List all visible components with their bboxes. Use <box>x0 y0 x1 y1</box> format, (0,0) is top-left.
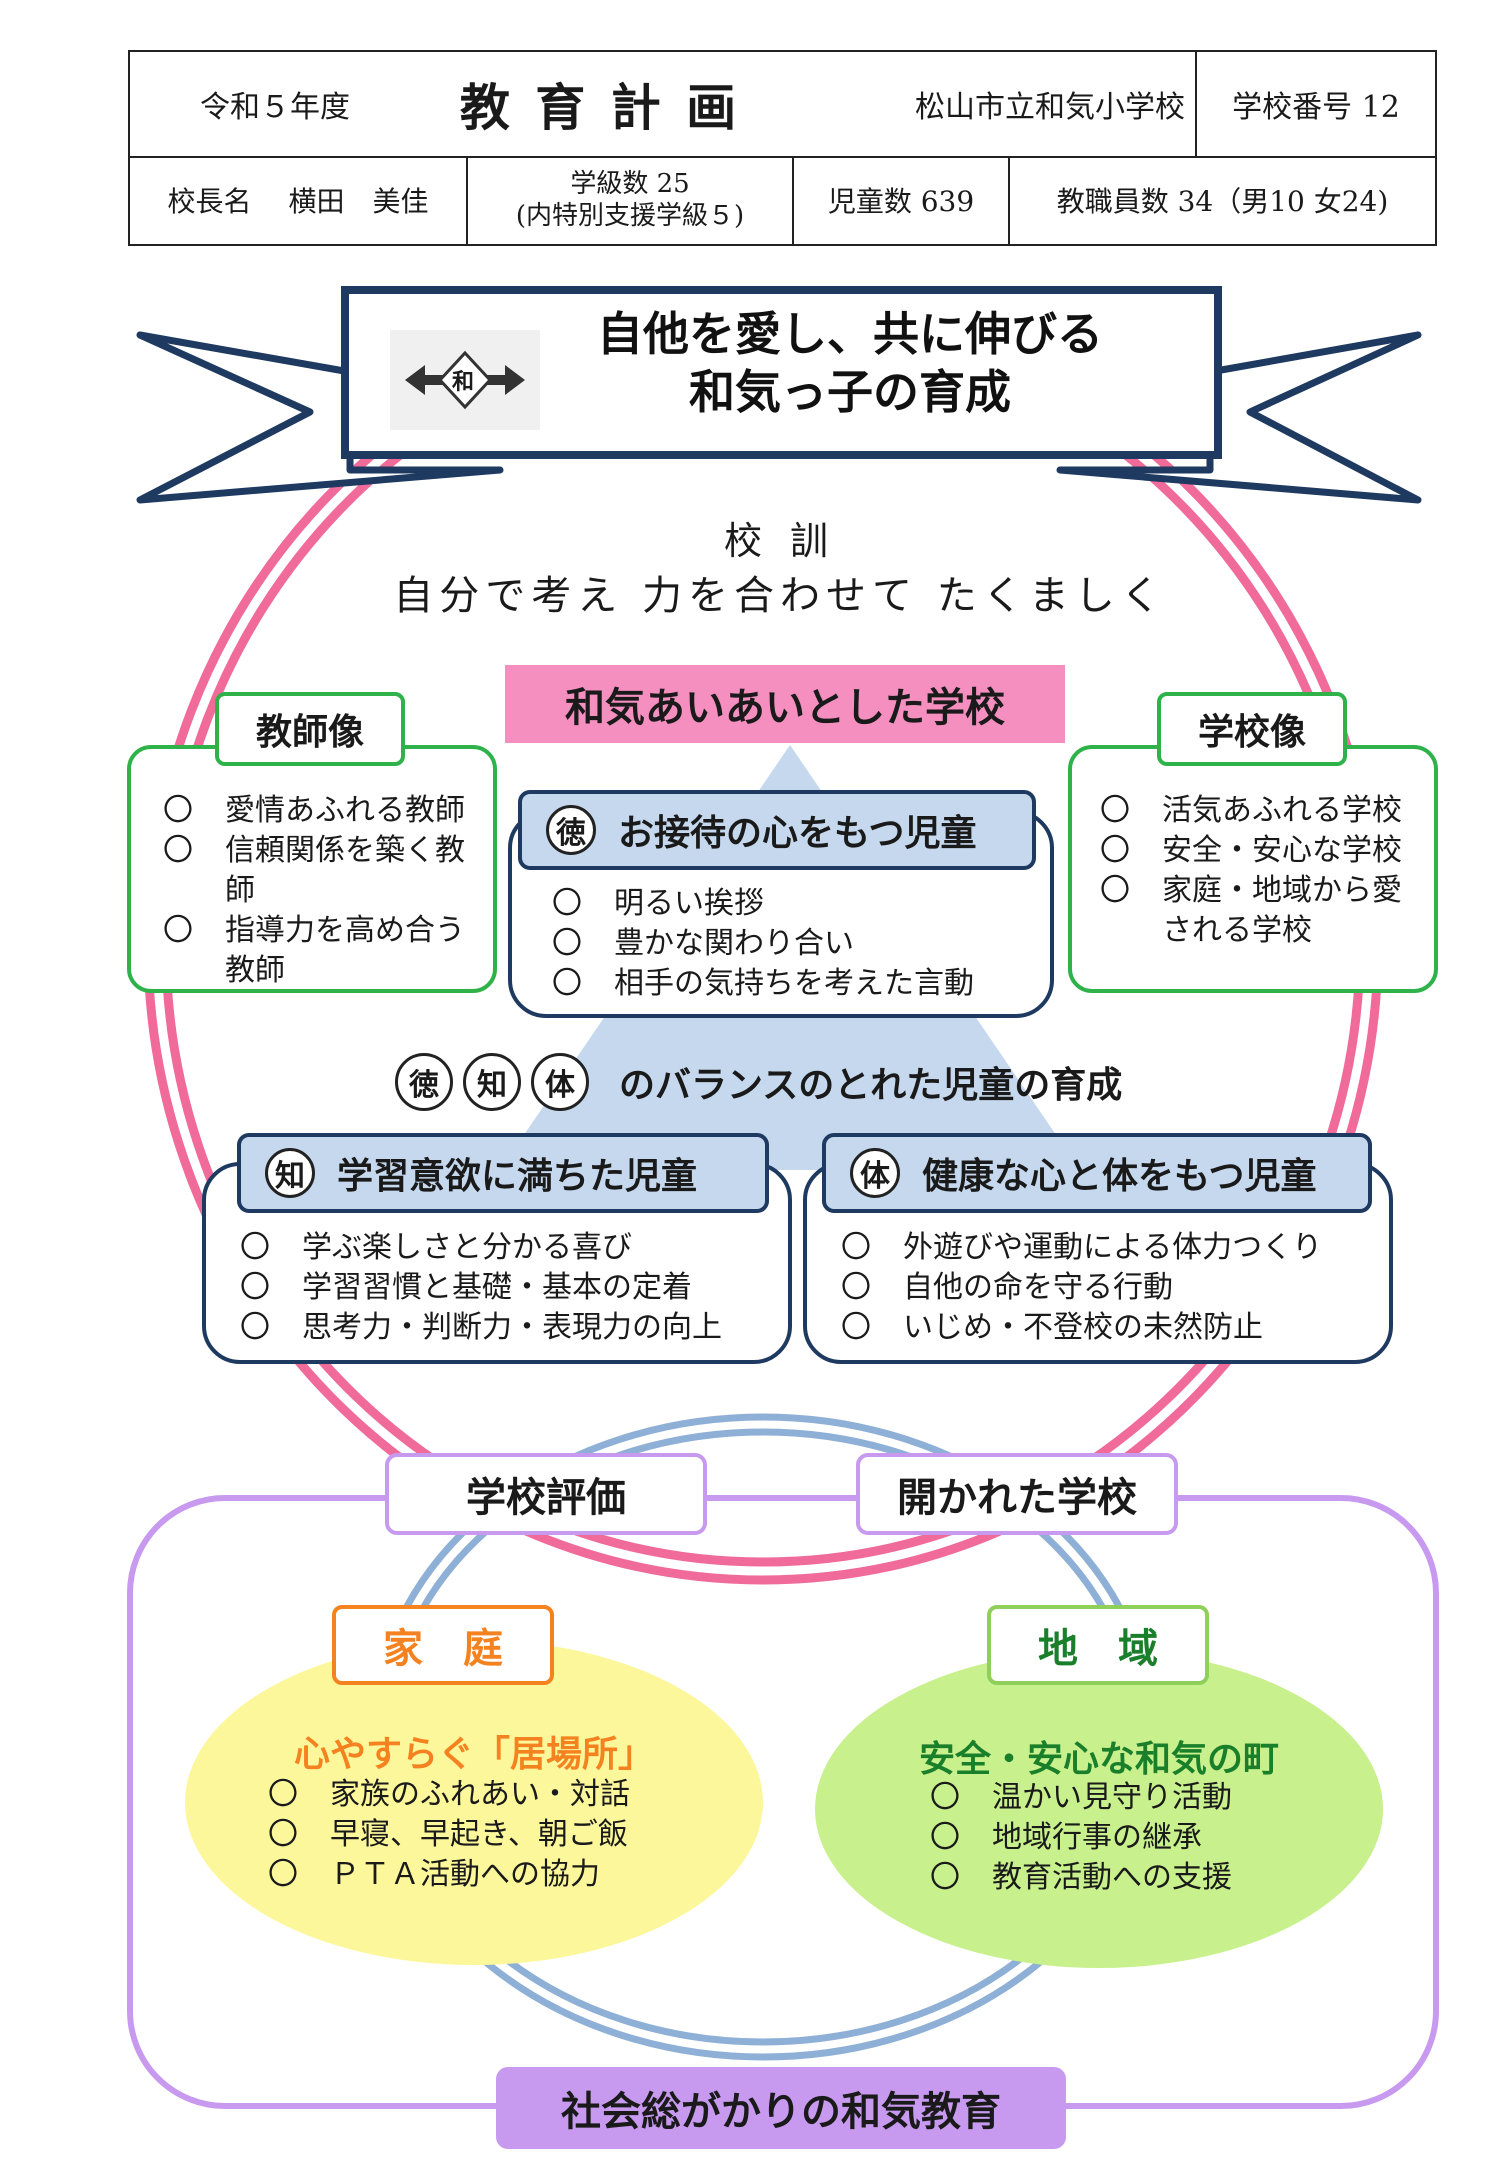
balance-line: 徳 知 体 のバランスのとれた児童の育成 <box>395 1052 1122 1112</box>
teacher-image-item: 指導力を高め合う教師 <box>163 911 477 991</box>
school-image-list: 活気あふれる学校 安全・安心な学校 家庭・地域から愛される学校 <box>1100 791 1418 951</box>
staff-count: 教職員数 34（男10 女24) <box>1008 156 1435 244</box>
community-item: 地域行事の継承 <box>930 1818 1232 1858</box>
class-count: 学級数 25 (内特別支援学級５) <box>466 156 792 244</box>
header-table: 令和５年度 教 育 計 画 松山市立和気小学校 学校番号 12 校長名 横田 美… <box>128 50 1437 246</box>
teacher-image-item: 愛情あふれる教師 <box>163 791 477 831</box>
school-goal: 和気あいあいとした学校 <box>505 665 1065 743</box>
home-list: 家族のふれあい・対話 早寝、早起き、朝ご飯 ＰＴＡ活動への協力 <box>268 1775 630 1895</box>
community-headline: 安全・安心な和気の町 <box>918 1739 1279 1780</box>
school-image-item: 家庭・地域から愛される学校 <box>1100 871 1418 951</box>
chi-item: 思考力・判断力・表現力の向上 <box>240 1308 768 1348</box>
balance-text: のバランスのとれた児童の育成 <box>619 1065 1123 1106</box>
banner-plate <box>341 286 1222 459</box>
document-title: 教 育 計 画 <box>459 78 741 137</box>
motto-label: 校 訓 <box>723 519 837 563</box>
school-image-item: 安全・安心な学校 <box>1100 831 1418 871</box>
chi-header: 知 学習意欲に満ちた児童 <box>237 1133 769 1213</box>
school-emblem: 和 <box>390 330 540 430</box>
tai-mark: 体 <box>850 1148 900 1198</box>
banner-slogan: 自他を愛し、共に伸びる 和気っ子の育成 <box>540 305 1160 421</box>
header-row-1: 令和５年度 教 育 計 画 松山市立和気小学校 学校番号 12 <box>130 52 1435 158</box>
chi-item: 学ぶ楽しさと分かる喜び <box>240 1228 768 1268</box>
community-label: 地 域 <box>987 1605 1209 1685</box>
emblem-text: 和 <box>452 370 475 395</box>
banner-line-2: 和気っ子の育成 <box>689 365 1011 419</box>
home-item: 家族のふれあい・対話 <box>268 1775 630 1815</box>
tai-item: 外遊びや運動による体力つくり <box>841 1228 1369 1268</box>
teacher-image-title: 教師像 <box>215 692 405 766</box>
school-image-box: 活気あふれる学校 安全・安心な学校 家庭・地域から愛される学校 <box>1068 745 1438 993</box>
tai-header: 体 健康な心と体をもつ児童 <box>822 1133 1372 1213</box>
emblem-icon <box>405 350 525 410</box>
balance-mark-chi: 知 <box>463 1053 521 1111</box>
home-item: 早寝、早起き、朝ご飯 <box>268 1815 630 1855</box>
balance-mark-tai: 体 <box>531 1053 589 1111</box>
teacher-image-list: 愛情あふれる教師 信頼関係を築く教師 指導力を高め合う教師 <box>163 791 477 991</box>
society-education: 社会総がかりの和気教育 <box>496 2067 1066 2149</box>
chi-title: 学習意欲に満ちた児童 <box>337 1156 698 1197</box>
toku-list: 明るい挨拶 豊かな関わり合い 相手の気持ちを考えた言動 <box>552 884 1030 1004</box>
school-evaluation: 学校評価 <box>385 1453 707 1535</box>
community-item: 温かい見守り活動 <box>930 1778 1232 1818</box>
chi-item: 学習習慣と基礎・基本の定着 <box>240 1268 768 1308</box>
home-headline: 心やすらぐ「居場所」 <box>293 1734 654 1775</box>
teacher-image-item: 信頼関係を築く教師 <box>163 831 477 911</box>
toku-item: 明るい挨拶 <box>552 884 1030 924</box>
school-name: 松山市立和気小学校 <box>915 90 1185 125</box>
banner-line-1: 自他を愛し、共に伸びる <box>597 307 1103 361</box>
toku-header: 徳 お接待の心をもつ児童 <box>518 790 1036 870</box>
school-image-item: 活気あふれる学校 <box>1100 791 1418 831</box>
home-label: 家 庭 <box>332 1605 554 1685</box>
fiscal-year: 令和５年度 <box>200 90 350 125</box>
open-school: 開かれた学校 <box>856 1453 1178 1535</box>
teacher-image-box: 愛情あふれる教師 信頼関係を築く教師 指導力を高め合う教師 <box>127 745 497 993</box>
class-count-note: (内特別支援学級５) <box>515 201 745 231</box>
chi-mark: 知 <box>265 1148 315 1198</box>
header-row-2: 校長名 横田 美佳 学級数 25 (内特別支援学級５) 児童数 639 教職員数… <box>130 156 1435 244</box>
tai-list: 外遊びや運動による体力つくり 自他の命を守る行動 いじめ・不登校の未然防止 <box>841 1228 1369 1348</box>
home-item: ＰＴＡ活動への協力 <box>268 1855 630 1895</box>
toku-mark: 徳 <box>546 805 596 855</box>
community-list: 温かい見守り活動 地域行事の継承 教育活動への支援 <box>930 1778 1232 1898</box>
tai-title: 健康な心と体をもつ児童 <box>922 1156 1317 1197</box>
motto-text: 自分で考え 力を合わせて たくましく <box>393 573 1167 619</box>
tai-item: いじめ・不登校の未然防止 <box>841 1308 1369 1348</box>
community-item: 教育活動への支援 <box>930 1858 1232 1898</box>
class-count-value: 学級数 25 <box>570 168 690 199</box>
balance-mark-toku: 徳 <box>395 1053 453 1111</box>
chi-list: 学ぶ楽しさと分かる喜び 学習習慣と基礎・基本の定着 思考力・判断力・表現力の向上 <box>240 1228 768 1348</box>
toku-item: 相手の気持ちを考えた言動 <box>552 964 1030 1004</box>
principal-name: 校長名 横田 美佳 <box>167 185 429 218</box>
tai-item: 自他の命を守る行動 <box>841 1268 1369 1308</box>
student-count: 児童数 639 <box>792 156 1008 244</box>
school-number: 学校番号 12 <box>1195 52 1435 156</box>
school-image-title: 学校像 <box>1157 692 1347 766</box>
toku-item: 豊かな関わり合い <box>552 924 1030 964</box>
toku-title: お接待の心をもつ児童 <box>618 813 977 854</box>
